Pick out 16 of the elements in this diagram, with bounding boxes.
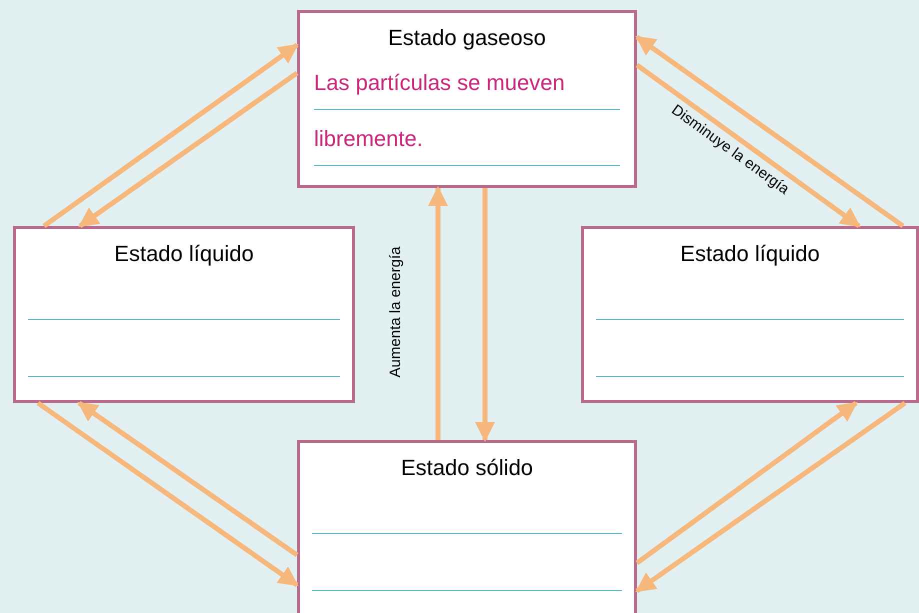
state-box xyxy=(297,440,637,613)
arrow xyxy=(77,400,298,558)
arrow xyxy=(36,400,299,588)
arrow xyxy=(42,42,299,228)
arrow xyxy=(635,400,906,594)
box-title: Estado gaseoso xyxy=(387,24,547,52)
state-box xyxy=(581,226,919,403)
box-title: Estado líquido xyxy=(679,240,821,268)
box-title: Estado líquido xyxy=(113,240,255,268)
state-box xyxy=(297,10,637,188)
arrow xyxy=(428,186,448,440)
edge-label: Aumenta la energía xyxy=(387,244,405,380)
arrow xyxy=(635,34,904,228)
arrow xyxy=(475,188,495,442)
box-title: Estado sólido xyxy=(400,454,534,482)
state-box xyxy=(13,226,355,403)
